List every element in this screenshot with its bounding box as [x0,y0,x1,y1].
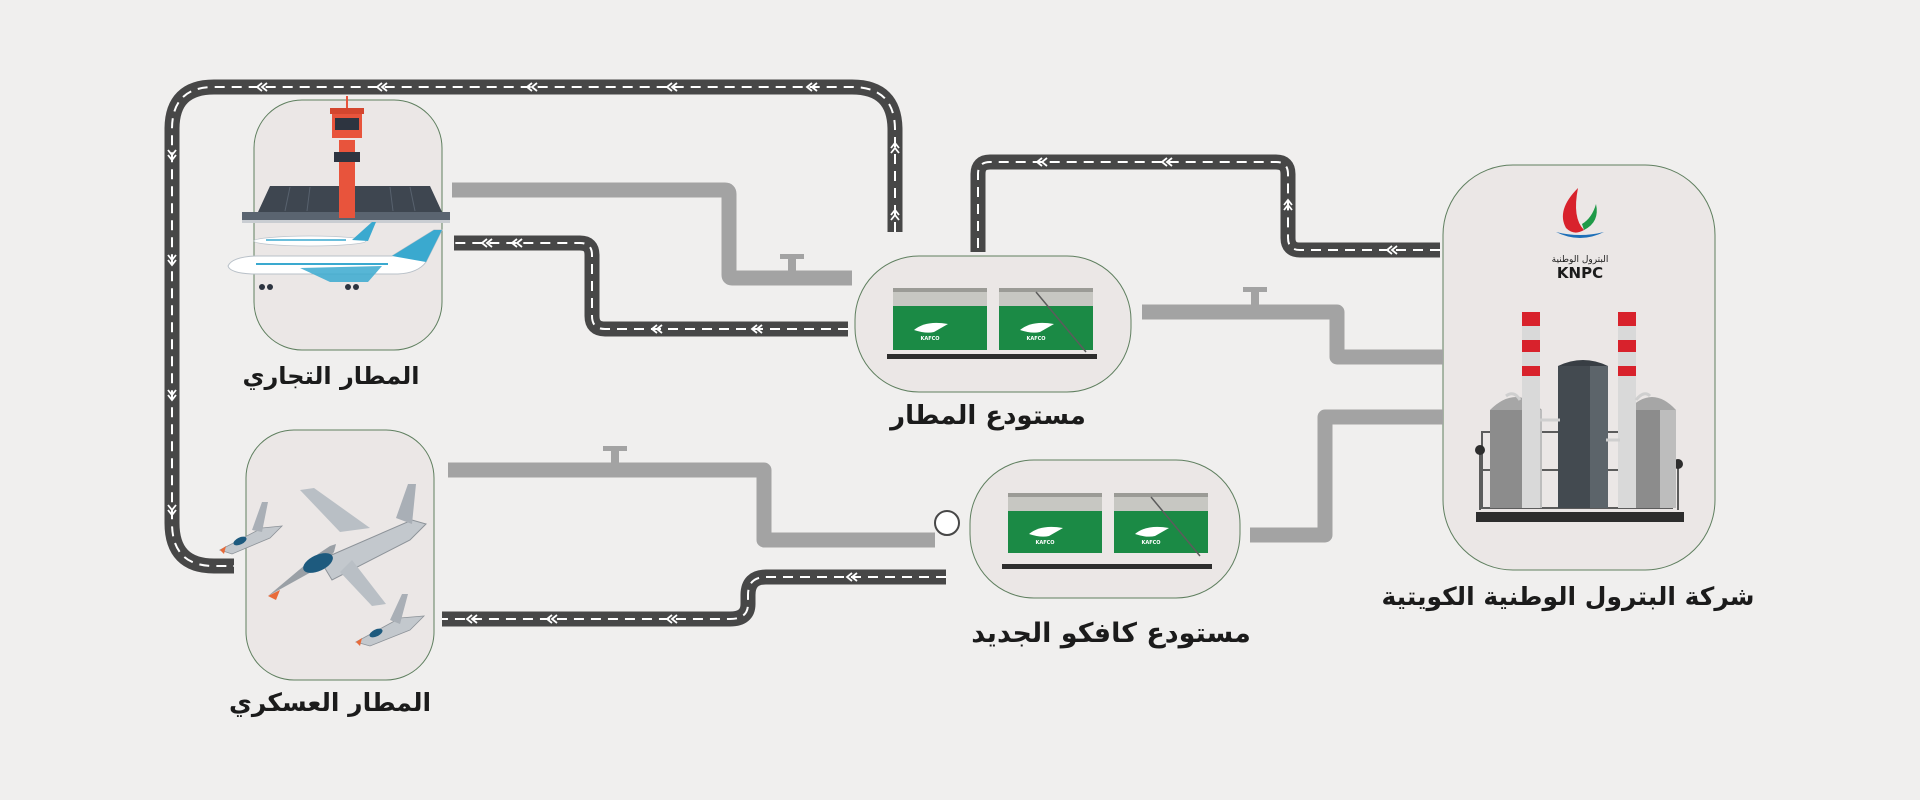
pipeline-kafco-to-military [448,462,935,548]
storage-tank-icon: KAFCO [893,288,987,350]
fighter-jet-icon [268,484,427,606]
tank-logo-text: KAFCO [920,336,939,342]
valve-icon [934,510,960,536]
refinery-icon [1475,312,1684,522]
fighter-jet-icon [218,502,284,555]
airport-depot-label: مستودع المطار [890,401,1086,431]
knpc-logo-text: KNPC [1557,264,1603,282]
storage-tank-icon: KAFCO [999,288,1093,353]
tank-logo-text: KAFCO [1026,336,1045,342]
control-tower-icon [330,96,364,218]
pipeline-knpc-to-kafco [1250,409,1443,543]
passenger-plane-icon [253,222,376,247]
storage-tank-icon: KAFCO [1008,493,1102,553]
road-kafco-to-military [442,569,946,627]
valve-icon [780,254,804,274]
passenger-plane-icon [227,229,443,290]
military-airport-label: المطار العسكري [228,688,432,717]
knpc-logo-arabic: البترول الوطنية [1552,255,1609,265]
tank-logo-text: KAFCO [1141,540,1160,546]
tank-logo-text: KAFCO [1035,540,1054,546]
pipeline-knpc-to-airport-depot [1142,304,1443,365]
storage-tank-icon: KAFCO [1114,493,1208,557]
valve-icon [1243,287,1267,307]
commercial-airport-label: المطار التجاري [242,362,420,390]
fighter-jet-icon [354,594,426,647]
road-knpc-to-airport-depot [970,154,1440,258]
knpc-logo-icon: البترول الوطنية KNPC [1552,188,1609,282]
pipeline-depot-to-commercial [452,182,852,286]
road-loop-commercial-to-military [164,79,903,574]
kafco-depot-label: مستودع كافكو الجديد [971,618,1251,649]
valve-icon [603,446,627,466]
knpc-label: شركة البترول الوطنية الكويتية [1381,582,1755,611]
